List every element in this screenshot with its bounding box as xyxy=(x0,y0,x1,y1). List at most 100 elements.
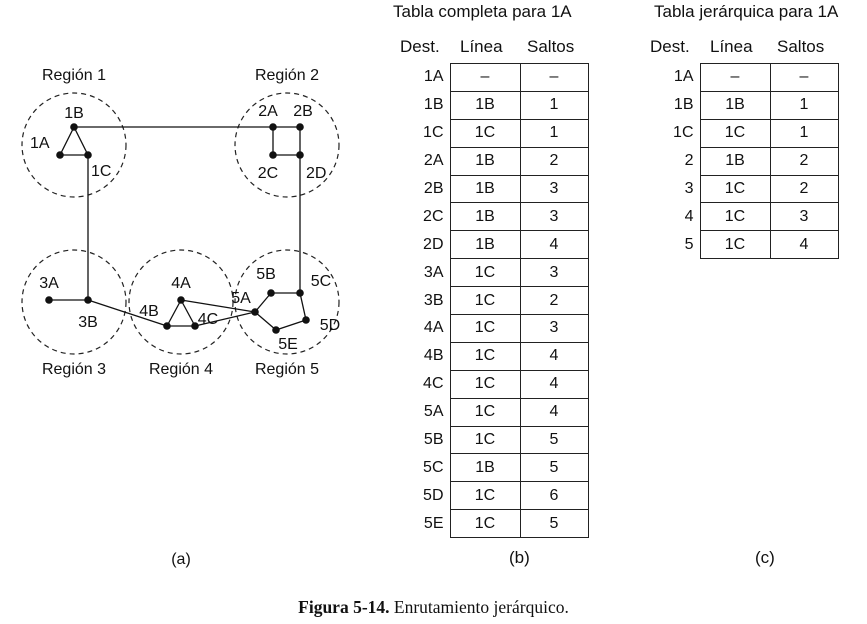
router-label-5D: 5D xyxy=(320,317,340,334)
cell-line: 1B xyxy=(699,146,771,176)
cell-hops: 6 xyxy=(519,481,589,511)
hier-table-header-hops: Saltos xyxy=(777,37,825,56)
cell-line: 1C xyxy=(699,230,771,260)
router-node-1B xyxy=(70,123,78,131)
region-boundary-r2 xyxy=(234,92,340,198)
router-node-1A xyxy=(56,151,64,159)
cell-hops: 4 xyxy=(769,230,839,260)
router-label-2B: 2B xyxy=(293,103,313,120)
router-label-5B: 5B xyxy=(256,266,276,283)
router-label-2A: 2A xyxy=(258,103,278,120)
router-label-3B: 3B xyxy=(78,314,98,331)
router-label-3A: 3A xyxy=(39,275,59,292)
cell-line: 1C xyxy=(449,509,521,539)
router-label-1B: 1B xyxy=(64,105,84,122)
cell-hops: 1 xyxy=(519,90,589,120)
cell-dest: 5 xyxy=(684,235,694,253)
router-node-3A xyxy=(45,296,53,304)
cell-dest: 5E xyxy=(423,514,444,532)
router-node-5E xyxy=(272,326,280,334)
cell-dest: 4C xyxy=(423,375,444,393)
cell-hops: 4 xyxy=(519,369,589,399)
caption-text: Enrutamiento jerárquico. xyxy=(393,597,569,617)
cell-dest: 5A xyxy=(423,403,444,421)
link-4A-4B xyxy=(166,299,182,327)
cell-line: 1C xyxy=(449,341,521,371)
cell-line: 1C xyxy=(699,202,771,232)
router-node-1C xyxy=(84,151,92,159)
link-1A-1B xyxy=(59,126,75,156)
cell-hops: 1 xyxy=(519,118,589,148)
cell-hops: 2 xyxy=(519,286,589,316)
router-label-5A: 5A xyxy=(231,290,251,307)
region-boundary-r4 xyxy=(128,249,234,355)
full-table-header-dest: Dest. xyxy=(400,37,440,56)
router-label-2D: 2D xyxy=(306,165,326,182)
cell-line: 1C xyxy=(449,397,521,427)
cell-line: 1C xyxy=(699,174,771,204)
cell-line: – xyxy=(699,63,771,92)
cell-dest: 1A xyxy=(423,68,444,86)
link-5A-5B xyxy=(254,292,272,313)
diagram-sublabel: (a) xyxy=(171,551,191,568)
link-1B-1C xyxy=(73,126,89,156)
cell-dest: 2D xyxy=(423,235,444,253)
cell-dest: 3A xyxy=(423,263,444,281)
router-node-2D xyxy=(296,151,304,159)
router-label-4B: 4B xyxy=(139,303,159,320)
region-label-r2: Región 2 xyxy=(255,67,319,84)
cell-hops: 2 xyxy=(519,146,589,176)
cell-line: 1C xyxy=(449,118,521,148)
cell-dest: 2A xyxy=(423,152,444,170)
cell-dest: 2C xyxy=(423,207,444,225)
region-label-r5: Región 5 xyxy=(255,361,319,378)
cell-hops: – xyxy=(519,63,589,92)
cell-hops: 2 xyxy=(769,174,839,204)
cell-hops: 3 xyxy=(519,174,589,204)
router-node-5D xyxy=(302,316,310,324)
hier-table-title: Tabla jerárquica para 1A xyxy=(654,2,839,21)
router-label-4A: 4A xyxy=(171,275,191,292)
cell-hops: 3 xyxy=(519,202,589,232)
full-table-title: Tabla completa para 1A xyxy=(393,2,572,21)
cell-line: 1C xyxy=(449,286,521,316)
full-table-header-line: Línea xyxy=(460,37,503,56)
router-node-4A xyxy=(177,296,185,304)
router-label-5C: 5C xyxy=(311,273,331,290)
cell-line: 1C xyxy=(699,118,771,148)
table-row: 1A–– xyxy=(645,63,839,92)
cell-line: 1C xyxy=(449,258,521,288)
router-node-2B xyxy=(296,123,304,131)
cell-hops: 3 xyxy=(519,314,589,343)
caption-label: Figura 5-14. xyxy=(298,597,390,617)
cell-line: 1B xyxy=(699,90,771,120)
router-node-5C xyxy=(296,289,304,297)
region-boundary-r1 xyxy=(21,92,127,198)
cell-line: 1B xyxy=(449,90,521,120)
cell-dest: 5C xyxy=(423,458,444,476)
link-5E-5A xyxy=(254,311,277,331)
full-table-sublabel: (b) xyxy=(509,548,530,567)
cell-dest: 5D xyxy=(423,486,444,504)
cell-dest: 3B xyxy=(423,291,444,309)
cell-dest: 1B xyxy=(673,96,694,114)
cell-line: 1C xyxy=(449,481,521,511)
router-label-4C: 4C xyxy=(198,311,218,328)
